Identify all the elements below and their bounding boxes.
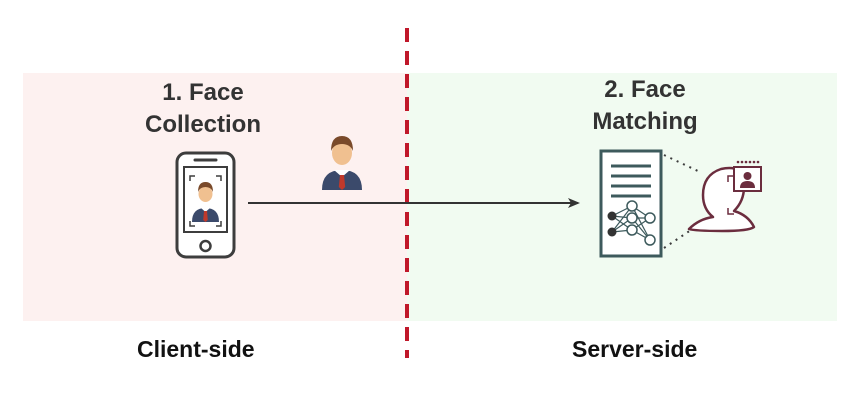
server-side-label: Server-side: [572, 336, 698, 362]
stage-collection-line2: Collection: [144, 111, 261, 138]
dotted-connector-top: [663, 154, 701, 173]
stage-collection-title: 1. Face Collection: [118, 77, 288, 141]
person-icon: [322, 136, 362, 190]
stage-matching-line1: 2. Face: [604, 76, 686, 103]
document-ai-icon: [599, 149, 663, 258]
face-profile-icon: [687, 160, 762, 233]
stage-matching-title: 2. Face Matching: [560, 74, 730, 138]
stage-collection-line1: 1. Face: [162, 79, 244, 106]
smartphone-icon: [175, 151, 236, 259]
stage-matching-line2: Matching: [592, 108, 698, 135]
face-in-phone-icon: [192, 182, 219, 222]
client-side-label: Client-side: [137, 336, 255, 362]
